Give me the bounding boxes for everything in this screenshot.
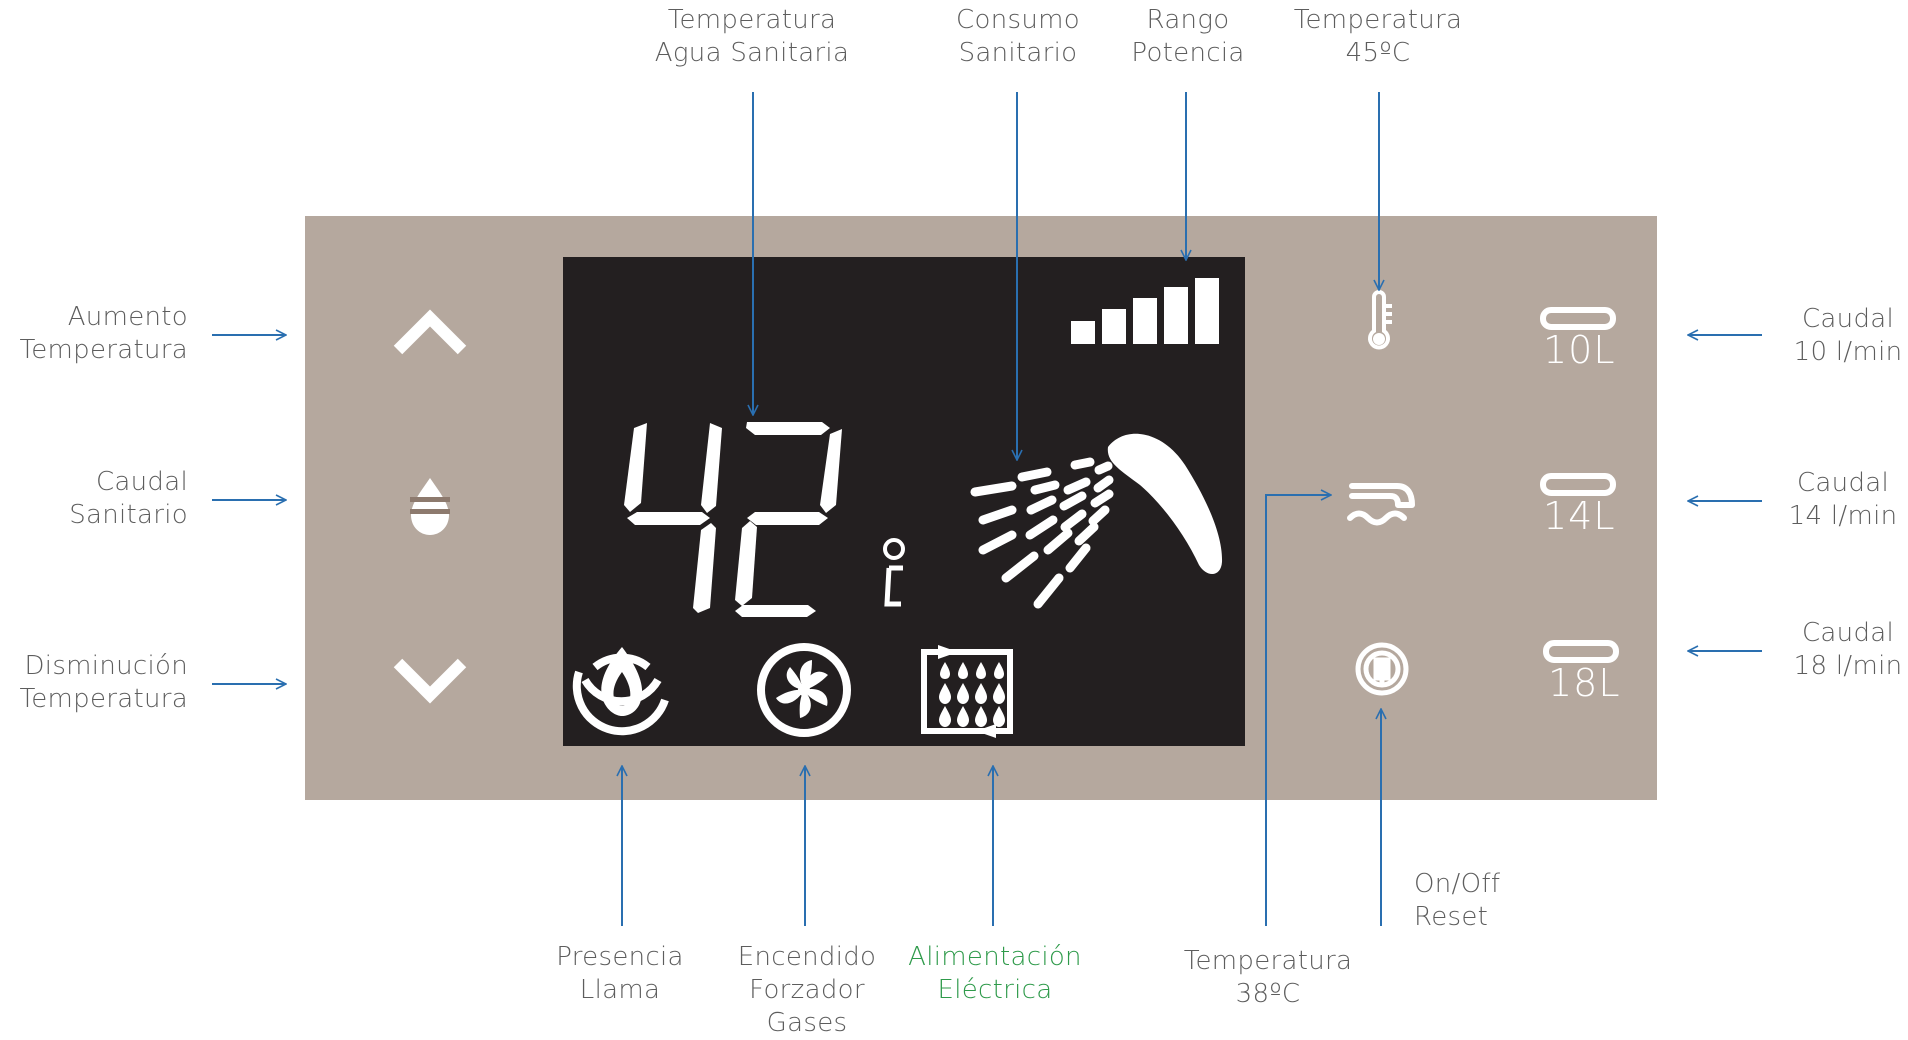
lcd-display (563, 257, 1245, 746)
flow-button[interactable] (410, 478, 450, 535)
celsius-unit-symbol (883, 538, 905, 607)
flow-18-label: 18L (1548, 661, 1621, 705)
faucet-icon (1347, 483, 1415, 526)
flow-18-button[interactable] (1543, 640, 1619, 663)
pipe-icon (1540, 473, 1616, 496)
water-drop-icon (410, 478, 450, 535)
digit-four (624, 423, 722, 613)
pipe-icon (1543, 640, 1619, 663)
power-plug-icon (1355, 642, 1409, 696)
chevron-down-icon (393, 658, 467, 704)
temperature-down-button[interactable] (393, 658, 467, 704)
fan-forced-draft-icon (757, 643, 851, 737)
callout-arrows (212, 92, 1762, 926)
flow-10-button[interactable] (1540, 307, 1616, 330)
flame-presence-icon (572, 647, 669, 736)
temperature-up-button[interactable] (393, 309, 467, 355)
chevron-up-icon (393, 309, 467, 355)
thermometer-icon (1368, 290, 1392, 350)
electric-power-icon (921, 645, 1013, 738)
temperature-45-button[interactable] (1368, 290, 1392, 350)
pipe-icon (1540, 307, 1616, 330)
power-range-bars-icon (1071, 278, 1219, 344)
shower-consumption-icon (970, 433, 1223, 609)
flow-10-label: 10L (1543, 328, 1616, 372)
on-off-reset-button[interactable] (1355, 642, 1409, 696)
digit-two (735, 422, 842, 617)
flow-14-button[interactable] (1540, 473, 1616, 496)
temperature-38-button[interactable] (1347, 483, 1415, 526)
flow-14-label: 14L (1543, 494, 1616, 538)
